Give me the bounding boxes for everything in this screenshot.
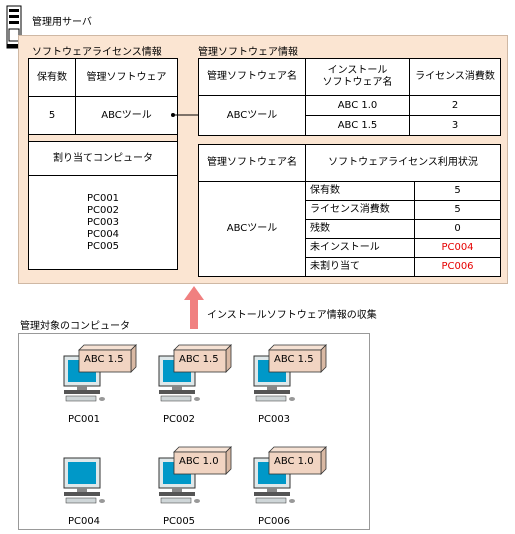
software-version: ABC 1.0: [274, 456, 314, 467]
pc-name: PC002: [162, 414, 196, 425]
assigned-pc: PC001: [86, 192, 120, 204]
license-count: 5: [28, 96, 76, 135]
install-name: ABC 1.0: [305, 95, 410, 116]
status-label: 未割り当て: [305, 257, 415, 277]
license-info-title: ソフトウェアライセンス情報: [32, 47, 162, 58]
software-version: ABC 1.5: [179, 354, 219, 365]
software-box: [173, 446, 232, 475]
status-value: 5: [414, 200, 501, 220]
arrow-label: インストールソフトウェア情報の収集: [207, 310, 377, 321]
header-managed-name: 管理ソフトウェア名: [198, 58, 306, 96]
server-title: 管理用サーバ: [32, 17, 92, 28]
pc-name: PC004: [67, 516, 101, 527]
collection-arrow: [184, 286, 204, 329]
header-consumed: ライセンス消費数: [409, 58, 501, 96]
pc-name: PC003: [257, 414, 291, 425]
software-version: ABC 1.5: [84, 354, 124, 365]
consumed-count: 3: [409, 115, 501, 136]
pc-name: PC006: [257, 516, 291, 527]
pc-name: PC001: [67, 414, 101, 425]
pc-name: PC005: [162, 516, 196, 527]
status-label: 残数: [305, 219, 415, 239]
software-box: [173, 344, 232, 373]
header-software: 管理ソフトウェア: [75, 58, 178, 97]
status-label: 保有数: [305, 181, 415, 201]
assigned-pc: PC005: [86, 240, 120, 252]
status-value: 5: [414, 181, 501, 201]
header-install-name: インストール ソフトウェア名: [305, 58, 410, 96]
assigned-pc: PC003: [86, 216, 120, 228]
status-value: PC006: [414, 257, 501, 277]
header-status: ソフトウェアライセンス利用状況: [305, 144, 501, 182]
targets-title: 管理対象のコンピュータ: [20, 321, 130, 332]
license-software: ABCツール: [75, 96, 178, 135]
consumed-count: 2: [409, 95, 501, 116]
status-label: ライセンス消費数: [305, 200, 415, 220]
computer-icon: [63, 457, 105, 504]
managed-info-title: 管理ソフトウェア情報: [198, 47, 298, 58]
status-software: ABCツール: [198, 181, 306, 277]
license-table: 保有数 管理ソフトウェア 5 ABCツール 割り当てコンピュータ PC001 P…: [28, 58, 178, 270]
install-name: ABC 1.5: [305, 115, 410, 136]
managed-table: 管理ソフトウェア名 インストール ソフトウェア名 ライセンス消費数 ABCツール…: [198, 58, 501, 136]
status-label: 未インストール: [305, 238, 415, 258]
managed-software: ABCツール: [198, 95, 306, 136]
assigned-header: 割り当てコンピュータ: [28, 141, 178, 176]
status-table: 管理ソフトウェア名 ソフトウェアライセンス利用状況 ABCツール 保有数 5 ラ…: [198, 144, 501, 277]
status-value: 0: [414, 219, 501, 239]
header-count: 保有数: [28, 58, 76, 97]
software-box: [78, 344, 137, 373]
assigned-list: PC001 PC002 PC003 PC004 PC005: [28, 175, 178, 270]
assigned-pc: PC004: [86, 228, 120, 240]
software-box: [268, 344, 327, 373]
software-version: ABC 1.0: [179, 456, 219, 467]
server-icon: [6, 5, 22, 49]
status-value: PC004: [414, 238, 501, 258]
header-status-name: 管理ソフトウェア名: [198, 144, 306, 182]
assigned-pc: PC002: [86, 204, 120, 216]
connector-line: [171, 113, 200, 117]
software-box: [268, 446, 327, 475]
software-version: ABC 1.5: [274, 354, 314, 365]
